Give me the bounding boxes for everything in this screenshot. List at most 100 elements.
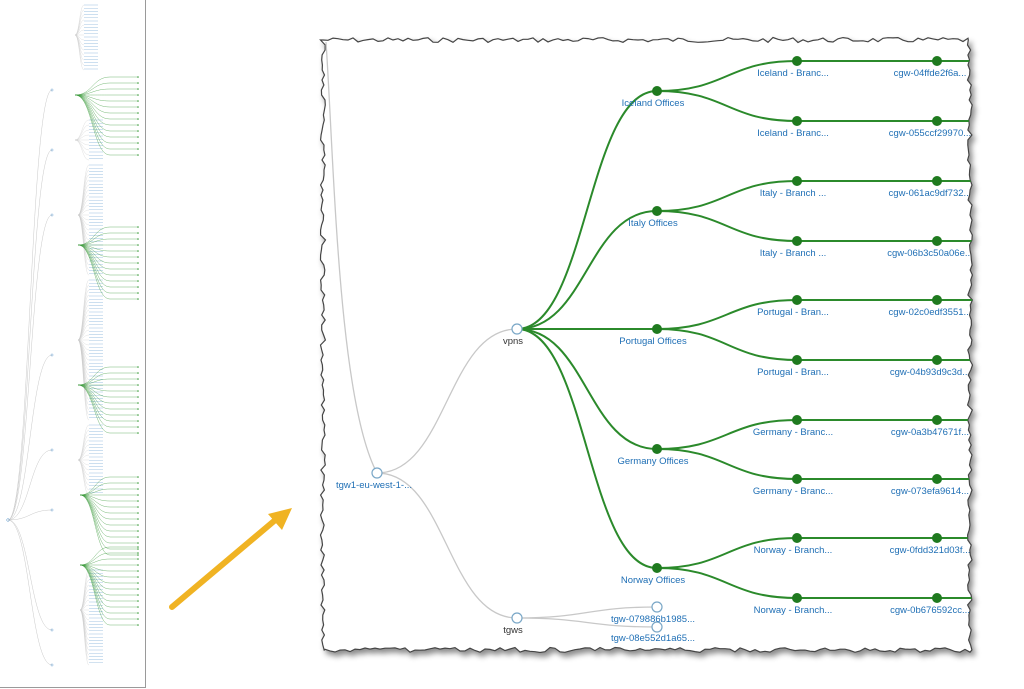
- link-vpns-office: [516, 210, 658, 330]
- minimap-green-node: [137, 238, 139, 240]
- link-office-branch: [656, 210, 798, 242]
- minimap-green-node: [137, 112, 139, 114]
- minimap-fan: [77, 194, 90, 216]
- minimap-fan: [74, 139, 90, 161]
- minimap-green-node: [137, 414, 139, 416]
- office-node[interactable]: [652, 563, 662, 573]
- cgw-node[interactable]: [932, 593, 942, 603]
- minimap-green-node: [137, 570, 139, 572]
- zoom-arrow-head: [268, 508, 292, 530]
- minimap-green-node: [137, 476, 139, 478]
- minimap-fan: [74, 9, 85, 36]
- branch-node[interactable]: [792, 56, 802, 66]
- minimap-green-node: [137, 600, 139, 602]
- minimap-green-node: [137, 268, 139, 270]
- link-office-branch: [656, 567, 798, 599]
- minimap-green-node: [137, 426, 139, 428]
- tgws-node[interactable]: [511, 612, 523, 624]
- minimap-fan: [77, 294, 90, 341]
- link-vpns-office: [516, 328, 658, 450]
- branch-node-label: Norway - Branch...: [754, 605, 833, 616]
- minimap-fan: [77, 309, 90, 341]
- minimap-green-node: [137, 262, 139, 264]
- minimap-fan: [74, 34, 85, 71]
- branch-node-label: Norway - Branch...: [754, 545, 833, 556]
- minimap-green-link: [74, 76, 111, 96]
- minimap-fan: [79, 599, 90, 611]
- minimap-green-node: [137, 624, 139, 626]
- cgw-node[interactable]: [932, 56, 942, 66]
- minimap-link: [7, 509, 53, 521]
- minimap-fan: [77, 304, 90, 341]
- minimap-green-node: [137, 250, 139, 252]
- link-tgws-tgw: [516, 617, 658, 628]
- branch-node[interactable]: [792, 176, 802, 186]
- branch-node[interactable]: [792, 474, 802, 484]
- minimap-fan: [77, 314, 90, 341]
- root-node[interactable]: [371, 467, 383, 479]
- office-node[interactable]: [652, 444, 662, 454]
- cgw-node[interactable]: [932, 415, 942, 425]
- minimap-link: [7, 214, 53, 521]
- cgw-node[interactable]: [932, 355, 942, 365]
- minimap-green-node: [137, 148, 139, 150]
- office-node[interactable]: [652, 206, 662, 216]
- minimap-fan: [74, 119, 90, 141]
- minimap-green-node: [137, 518, 139, 520]
- tgw-node[interactable]: [651, 621, 663, 633]
- cgw-node[interactable]: [932, 176, 942, 186]
- minimap-green-node: [137, 256, 139, 258]
- minimap-green-link: [79, 546, 111, 566]
- office-node-label: Portugal Offices: [619, 336, 687, 347]
- link-office-branch: [656, 419, 798, 450]
- minimap-green-node: [137, 226, 139, 228]
- cgw-node[interactable]: [932, 236, 942, 246]
- minimap-green-node: [137, 494, 139, 496]
- office-node[interactable]: [652, 324, 662, 334]
- vpns-node[interactable]: [511, 323, 523, 335]
- minimap-green-node: [137, 618, 139, 620]
- minimap-green-node: [137, 506, 139, 508]
- cgw-node-label: cgw-02c0edf3551...: [889, 307, 972, 318]
- branch-node[interactable]: [792, 116, 802, 126]
- branch-node[interactable]: [792, 295, 802, 305]
- tgw-node[interactable]: [651, 601, 663, 613]
- cgw-node-label: cgw-0fdd321d03f...: [890, 545, 971, 556]
- minimap-fan: [77, 204, 90, 216]
- minimap-green-node: [137, 154, 139, 156]
- cgw-node-label: cgw-04ffde2f6a...: [894, 68, 967, 79]
- office-node-label: Norway Offices: [621, 575, 685, 586]
- branch-node[interactable]: [792, 236, 802, 246]
- link-vpns-office: [516, 328, 658, 569]
- minimap-green-node: [137, 552, 139, 554]
- branch-node[interactable]: [792, 415, 802, 425]
- minimap-green-node: [137, 482, 139, 484]
- minimap-green-node: [137, 88, 139, 90]
- minimap-green-node: [137, 372, 139, 374]
- cgw-node[interactable]: [932, 116, 942, 126]
- minimap-root-node: [6, 518, 10, 522]
- minimap-green-node: [137, 384, 139, 386]
- branch-node[interactable]: [792, 593, 802, 603]
- branch-node[interactable]: [792, 533, 802, 543]
- minimap-green-link: [77, 226, 111, 246]
- minimap-fan: [77, 324, 90, 341]
- root-node-label: tgw1-eu-west-1-...: [336, 480, 412, 491]
- minimap-node: [50, 88, 54, 92]
- minimap-green-node: [137, 286, 139, 288]
- minimap-green-node: [137, 298, 139, 300]
- minimap-fan: [77, 459, 90, 496]
- minimap-green-node: [137, 76, 139, 78]
- minimap-node: [50, 213, 54, 217]
- branch-node[interactable]: [792, 355, 802, 365]
- minimap-green-node: [137, 582, 139, 584]
- cgw-node[interactable]: [932, 295, 942, 305]
- minimap-node: [50, 628, 54, 632]
- link-office-branch: [656, 448, 798, 480]
- cgw-node[interactable]: [932, 533, 942, 543]
- cgw-node-label: cgw-055ccf29970...: [889, 128, 971, 139]
- minimap-fan: [74, 124, 90, 141]
- office-node[interactable]: [652, 86, 662, 96]
- minimap-fan: [79, 574, 90, 611]
- cgw-node[interactable]: [932, 474, 942, 484]
